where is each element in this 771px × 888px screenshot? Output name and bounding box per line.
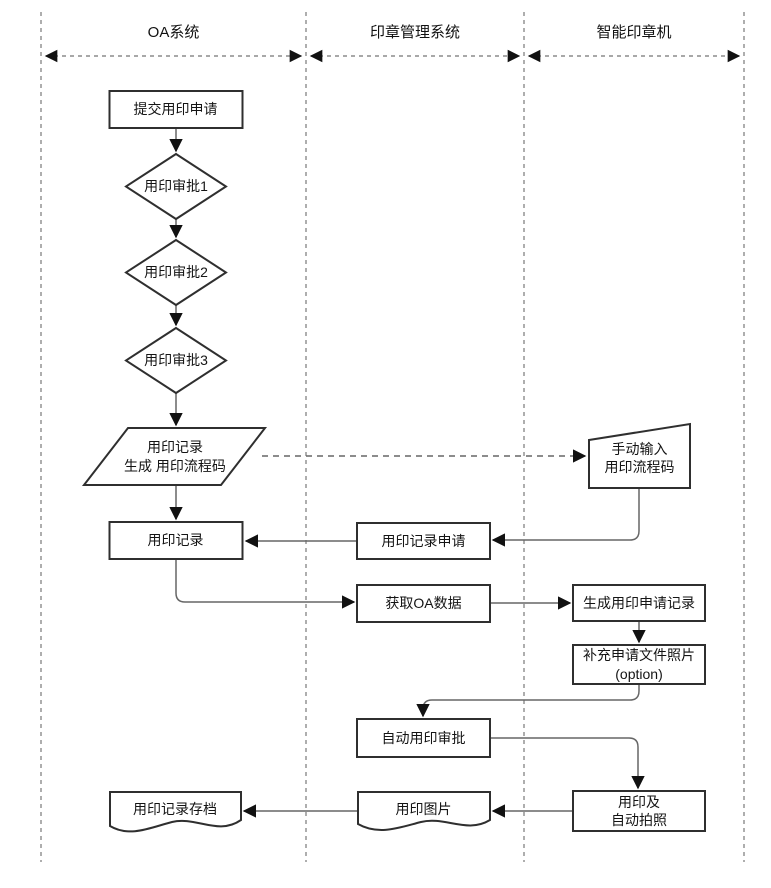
lane-header-seal-mgmt: 印章管理系统 (369, 23, 460, 41)
lane-header-smart-seal: 智能印章机 (596, 23, 672, 41)
node-shape-seal-and-photo (572, 790, 706, 832)
edge-manual-input-record-request (491, 488, 640, 547)
node-shape-seal-image (357, 791, 491, 831)
node-shape-submit (108, 90, 244, 129)
node-shape-get-oa-data (356, 584, 491, 623)
node-shape-seal-record (108, 521, 244, 560)
node-shape-approval-3 (124, 326, 228, 395)
edge-seal-record-get-oa-data (175, 559, 356, 609)
node-shape-auto-approve (356, 718, 491, 758)
lane-header-oa: OA系统 (147, 23, 200, 41)
node-shape-approval-1 (124, 152, 228, 221)
node-shape-manual-input (588, 422, 691, 489)
node-shape-archive (109, 791, 242, 833)
node-shape-record-gen (81, 427, 268, 486)
node-shape-approval-2 (124, 238, 228, 307)
node-shape-photo-option (572, 644, 706, 685)
edge-photo-option-auto-approve (416, 684, 640, 718)
edge-auto-approve-seal-and-photo (490, 737, 645, 790)
node-shape-record-request (356, 522, 491, 560)
node-shape-gen-request-record (572, 584, 706, 622)
